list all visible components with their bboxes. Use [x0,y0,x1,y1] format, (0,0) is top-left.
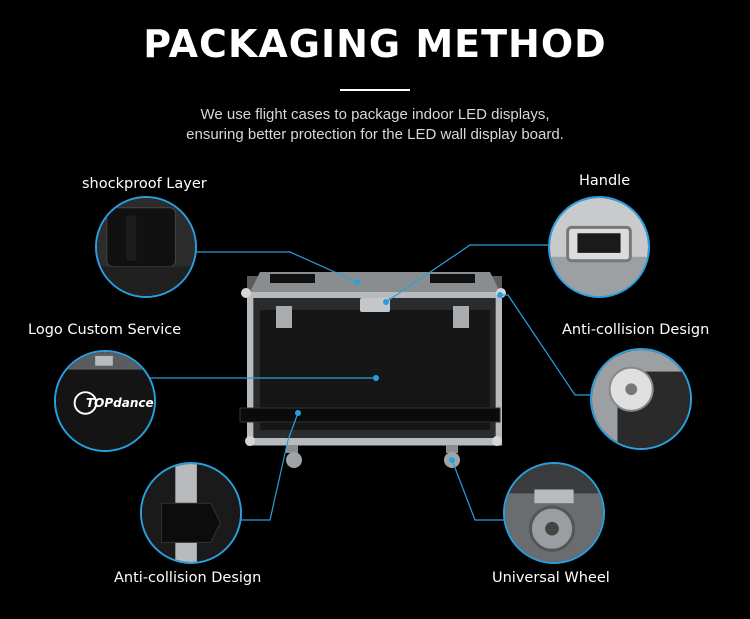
label-universal-wheel: Universal Wheel [492,570,610,586]
detail-logo-custom: TOPdance [54,350,156,452]
label-handle: Handle [579,173,631,189]
topdance-logo: TOPdance [86,396,154,410]
page-title: PACKAGING METHOD [143,22,607,66]
detail-universal-wheel [503,462,605,564]
subtitle-line-2: ensuring better protection for the LED w… [186,126,564,143]
detail-anti-collision-corner [590,348,692,450]
detail-anti-collision-edge [140,462,242,564]
detail-shockproof-layer [95,196,197,298]
subtitle-line-1: We use flight cases to package indoor LE… [200,106,550,123]
label-anti-collision-right: Anti-collision Design [562,322,710,338]
title-divider [340,89,410,91]
label-anti-collision-left: Anti-collision Design [114,570,262,586]
flight-case [239,272,506,468]
detail-handle [548,196,650,298]
label-logo-custom-service: Logo Custom Service [28,322,182,338]
label-shockproof-layer: shockproof Layer [82,176,207,192]
